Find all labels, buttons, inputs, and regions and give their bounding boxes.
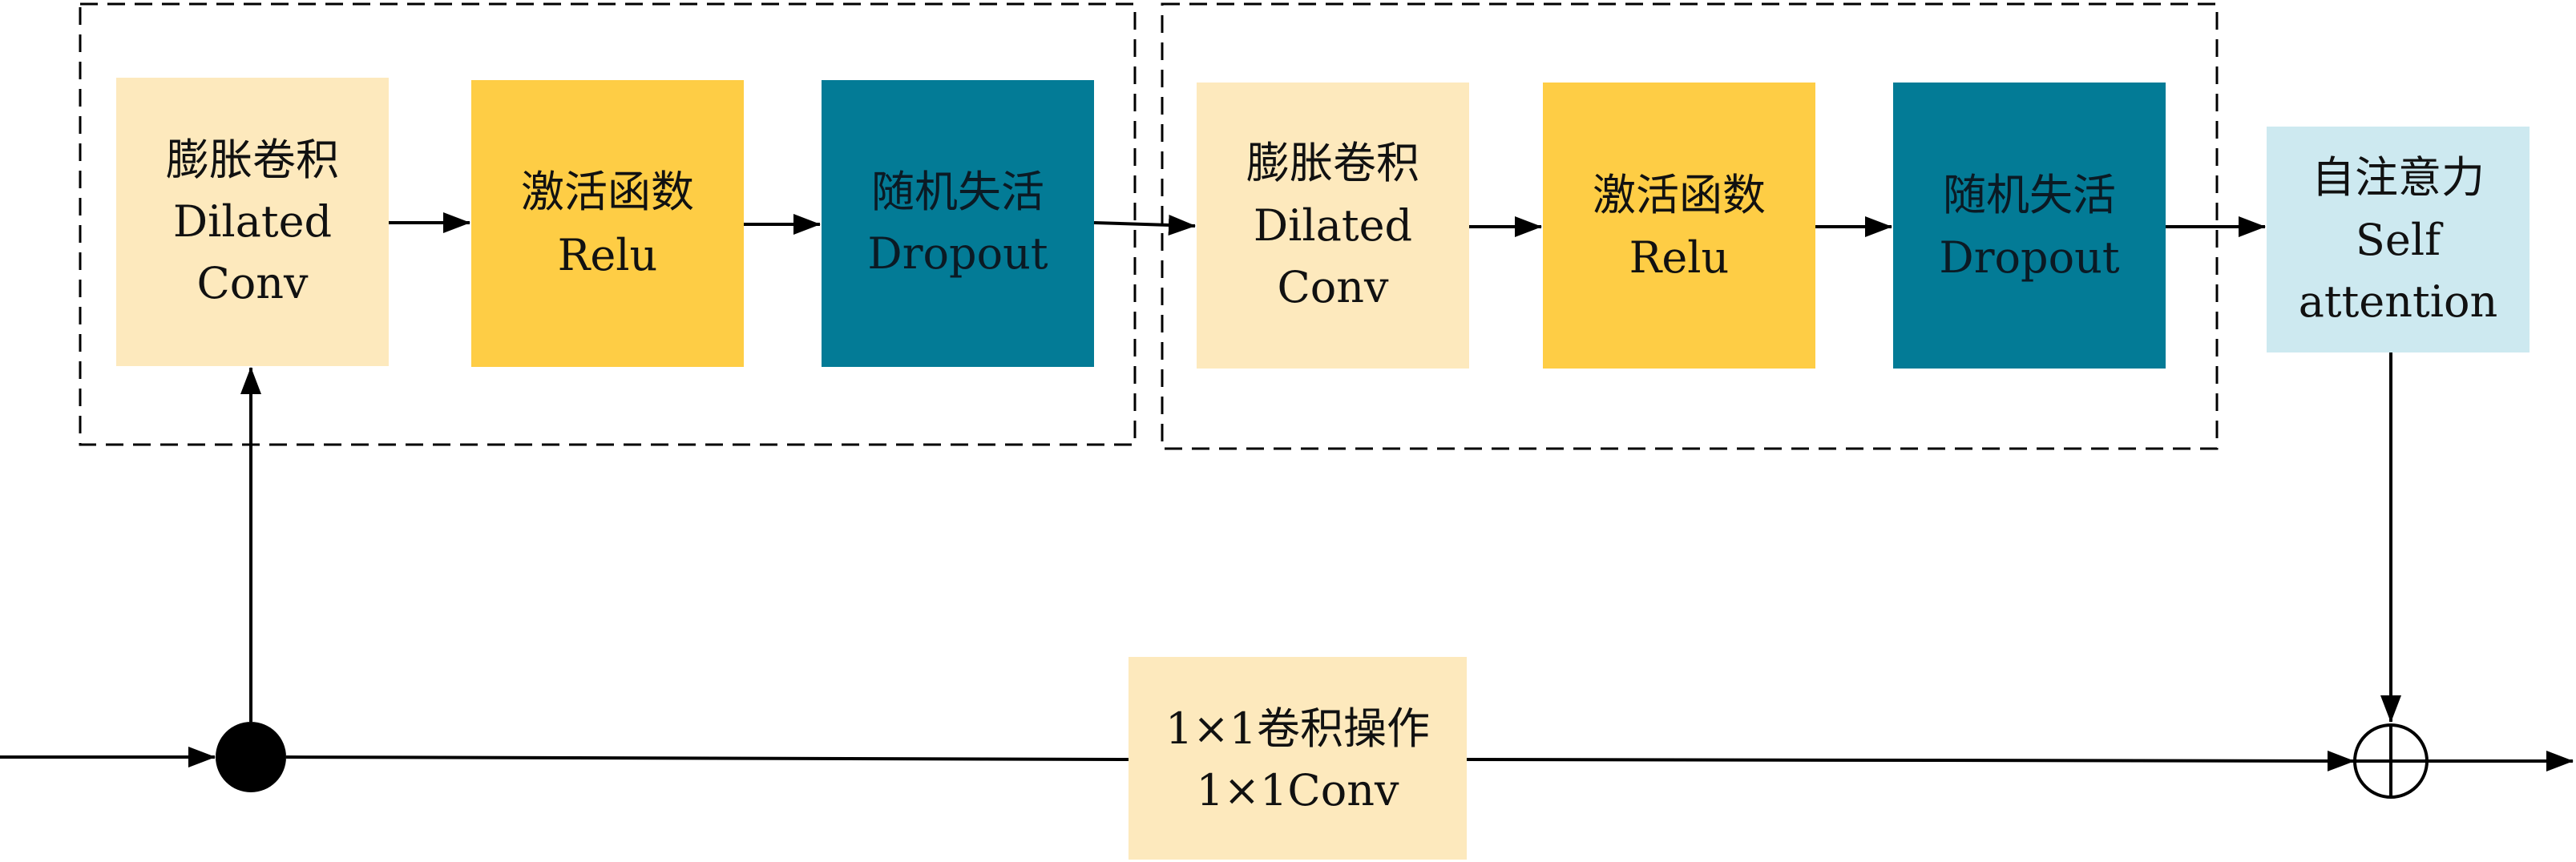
self-attention-box (2267, 127, 2530, 352)
dashed-group-2 (1161, 2, 2219, 450)
residual-line-right (1466, 750, 2355, 771)
dropout-box-1 (822, 80, 1094, 367)
dropout-zh-2: 随机失活 (1943, 170, 2116, 220)
dilated-conv-box-1 (116, 78, 389, 366)
self-attention-zh: 自注意力 (2312, 152, 2485, 203)
relu-box-1 (471, 80, 744, 367)
dilated-conv-box-2 (1197, 83, 1469, 369)
dilated-conv-en1-1: Dilated (173, 196, 332, 247)
residual-conv-en: 1×1Conv (1196, 765, 1399, 816)
residual-line-left (285, 755, 1129, 761)
self-attention-en2: attention (2299, 276, 2498, 327)
sum-node (2353, 723, 2429, 799)
dropout-zh-1: 随机失活 (871, 167, 1044, 217)
dilated-conv-zh-1: 膨胀卷积 (166, 135, 339, 185)
relu-en-2: Relu (1629, 232, 1730, 283)
dropout-en-2: Dropout (1939, 232, 2119, 283)
self-attention-en1: Self (2356, 215, 2444, 265)
relu-zh-2: 激活函数 (1593, 170, 1766, 220)
dropout-box-2 (1893, 83, 2166, 369)
dropout-en-1: Dropout (867, 228, 1048, 279)
residual-conv-box (1129, 657, 1467, 860)
relu-en-1: Relu (558, 230, 658, 280)
arrow-block1-to-block2 (1093, 214, 1196, 236)
relu-box-2 (1543, 83, 1815, 369)
dilated-conv-en1-2: Dilated (1254, 200, 1412, 251)
residual-conv-zh: 1×1卷积操作 (1165, 703, 1430, 754)
dilated-conv-en2-2: Conv (1277, 262, 1389, 312)
branch-node (216, 722, 286, 792)
dashed-group-1 (79, 2, 1137, 446)
dilated-conv-zh-2: 膨胀卷积 (1246, 138, 1419, 188)
relu-zh-1: 激活函数 (521, 167, 694, 217)
dilated-conv-en2-1: Conv (196, 258, 309, 308)
